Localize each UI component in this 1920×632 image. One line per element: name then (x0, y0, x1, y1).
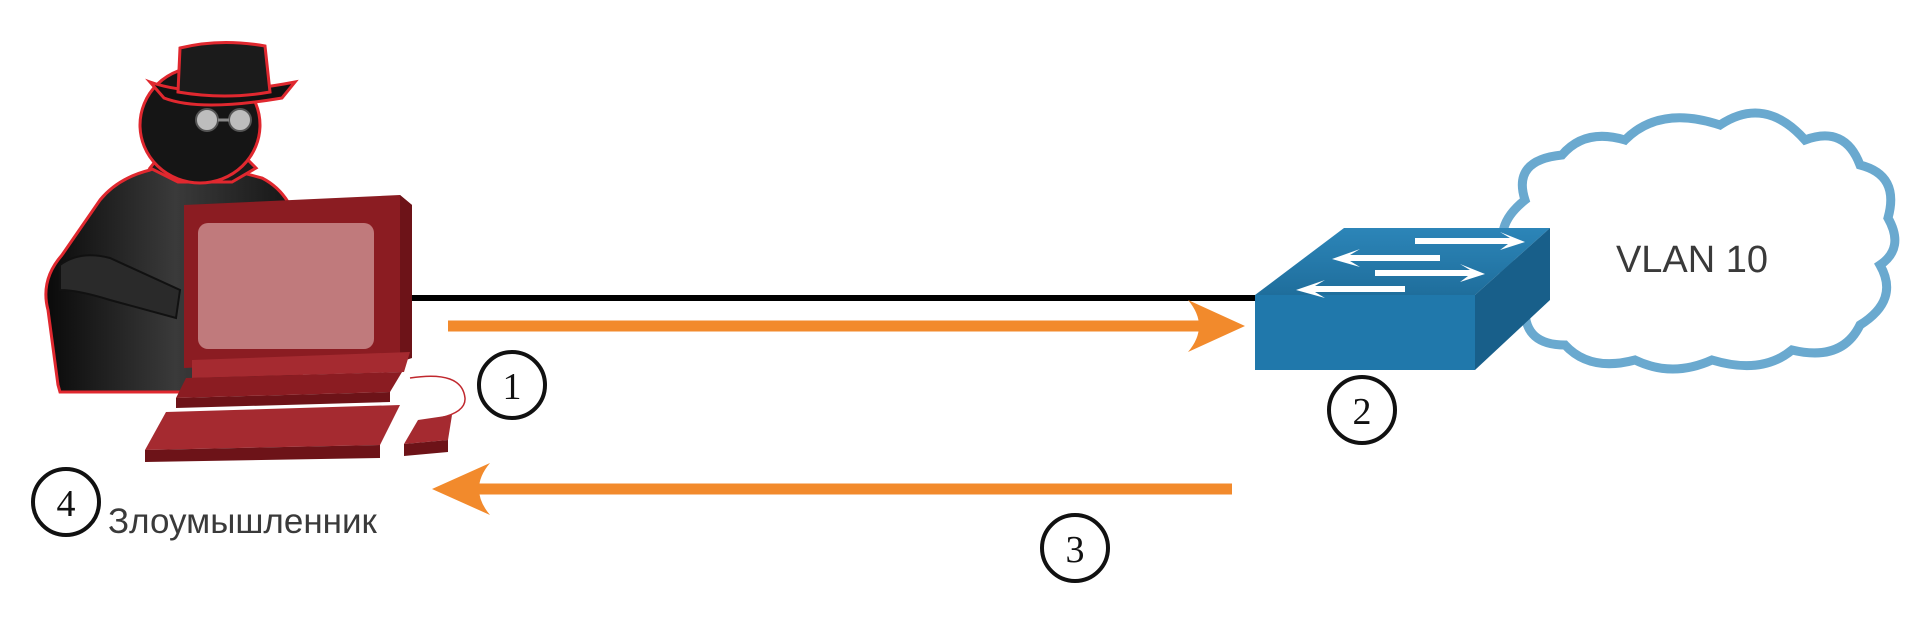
step-number-3: 3 (1066, 529, 1085, 571)
computer-icon (145, 195, 466, 462)
attacker-label: Злоумышленник (108, 502, 378, 541)
step-marker-1: 1 (477, 350, 547, 420)
arrow-to-switch (448, 300, 1245, 352)
glasses-icon (195, 108, 252, 132)
arrow-to-attacker (432, 463, 1232, 515)
step-number-2: 2 (1353, 391, 1372, 433)
cloud-icon: VLAN 10 (1498, 108, 1900, 374)
switch-icon (1255, 228, 1550, 370)
step-marker-3: 3 (1040, 513, 1110, 583)
step-marker-2: 2 (1327, 375, 1397, 445)
cloud-label: VLAN 10 (1616, 239, 1768, 281)
step-number-1: 1 (503, 366, 522, 408)
step-number-4: 4 (57, 483, 76, 525)
step-marker-4: 4 (31, 467, 101, 537)
